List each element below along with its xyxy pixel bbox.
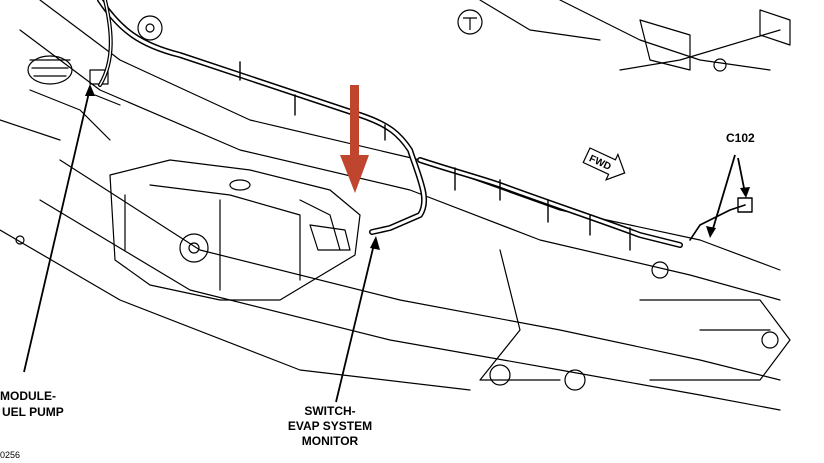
leader-lines [23,87,746,403]
evap-label-line3: MONITOR [301,434,359,448]
leader-arrowheads [85,84,750,250]
highlight-arrow [340,85,369,193]
leader-c102-a [711,154,736,233]
leader-evap [335,239,376,403]
figure-number: 0256 [0,450,21,460]
fwd-arrow-icon: FWD [582,147,626,181]
evap-label-line2: EVAP SYSTEM [287,419,373,433]
top-symbol-icon [457,9,483,35]
connector-label: C102 [726,131,755,145]
frame-hardware [15,9,791,391]
leader-c102-b [737,157,746,194]
frame-rail [0,0,791,411]
fuel-pump-module [27,55,121,106]
fuel-pump-label-line1: MODULE- [0,389,56,403]
leader-fuel-pump [23,87,91,373]
wiring-harness [97,0,753,251]
fuel-tank [109,159,361,301]
evap-label-line1: SWITCH- [304,404,356,418]
fuel-pump-label-line2: UEL PUMP [2,405,64,419]
